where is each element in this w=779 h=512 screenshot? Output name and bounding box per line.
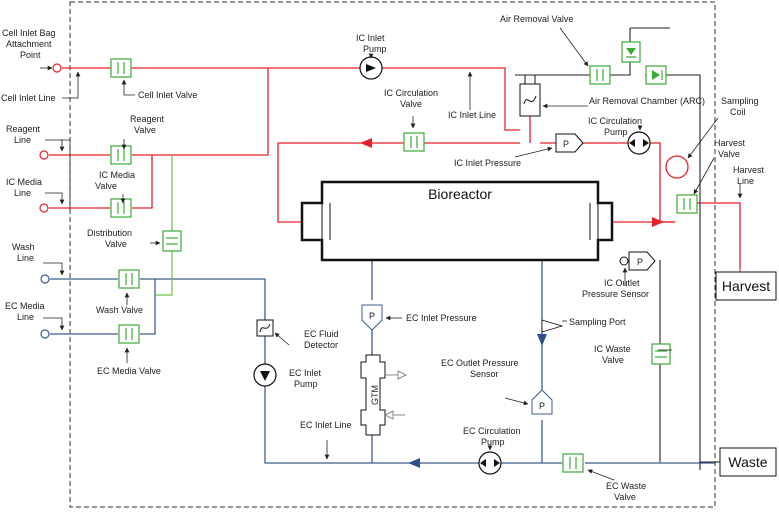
ec-outlet-pressure-sensor: P (531, 389, 553, 415)
reagent-port (39, 150, 49, 160)
svg-text:P: P (539, 401, 545, 411)
ic-inlet-pump[interactable] (359, 56, 383, 80)
ec-waste-valve[interactable] (562, 453, 584, 473)
ec-circulation-pump-label: EC Circulation Pump (463, 426, 523, 447)
ec-outlet-pressure-sensor-label: EC Outlet Pressure Sensor (441, 358, 521, 379)
air-removal-valve-1[interactable] (589, 65, 611, 85)
ic-media-port (39, 203, 49, 213)
ec-media-valve-label: EC Media Valve (97, 366, 161, 376)
ic-media-valve[interactable] (110, 198, 132, 218)
ic-circulation-valve-label: IC Circulation Valve (384, 88, 441, 109)
ec-inlet-line-label: EC Inlet Line (300, 420, 352, 430)
harvest-valve-label: Harvest Valve (714, 138, 748, 159)
wash-port (40, 274, 50, 284)
air-removal-valve-3[interactable] (645, 65, 667, 85)
svg-text:P: P (369, 311, 375, 321)
distribution-valve-label: Distribution Valve (87, 228, 135, 249)
ec-fluid-detector-label: EC Fluid Detector (304, 329, 341, 350)
ic-media-line-label: IC Media Line (6, 177, 45, 198)
ec-media-valve[interactable] (118, 324, 140, 344)
air-removal-chamber-label: Air Removal Chamber (ARC) (589, 96, 705, 106)
ec-waste-valve-label: EC Waste Valve (606, 481, 649, 502)
ec-circulation-pump[interactable] (478, 451, 502, 475)
ic-inlet-pressure-label: IC Inlet Pressure (454, 158, 521, 168)
reagent-valve-label: Reagent Valve (130, 114, 167, 135)
cell-inlet-line-label: Cell Inlet Line (1, 93, 56, 103)
ic-circulation-valve[interactable] (403, 132, 425, 152)
cell-inlet-port (52, 63, 62, 73)
ic-inlet-pump-label: IC Inlet Pump (356, 33, 387, 54)
sampling-coil-label: Sampling Coil (721, 96, 761, 117)
wash-valve[interactable] (118, 269, 140, 289)
distribution-line (155, 155, 173, 296)
distribution-valve[interactable] (162, 230, 182, 252)
leader-arrows (40, 27, 743, 481)
ec-media-port (40, 329, 50, 339)
labels: Cell Inlet Bag Attachment Point Cell Inl… (1, 14, 767, 502)
reagent-line-label: Reagent Line (6, 124, 43, 145)
reagent-valve[interactable] (110, 145, 132, 165)
cassette-boundary (69, 1, 716, 508)
bioreactor-label: Bioreactor (428, 186, 492, 202)
ec-inlet-pump-label: EC Inlet Pump (289, 368, 324, 389)
gtm-label: GTM (370, 385, 380, 405)
ec-inlet-pump[interactable] (253, 363, 277, 387)
air-removal-valve-2[interactable] (621, 41, 641, 63)
wash-line-label: Wash Line (12, 242, 37, 263)
ec-inlet-pressure-sensor: P (361, 304, 383, 331)
cell-inlet-valve-label: Cell Inlet Valve (138, 90, 197, 100)
ic-waste-valve[interactable] (651, 343, 671, 365)
harvest-box: Harvest (715, 268, 777, 301)
harvest-line-label: Harvest Line (733, 165, 767, 186)
gtm: GTM (360, 354, 408, 436)
ec-inlet-pressure-label: EC Inlet Pressure (406, 313, 477, 323)
air-removal-valve-label: Air Removal Valve (500, 14, 573, 24)
sampling-coil (665, 155, 689, 179)
harvest-valve[interactable] (676, 194, 698, 214)
ic-outlet-pressure-sensor: P (619, 251, 656, 271)
ec-fluid-detector (256, 319, 274, 337)
waste-box: Waste (719, 447, 777, 477)
ic-inlet-pressure-sensor: P (555, 133, 584, 153)
wash-valve-label: Wash Valve (96, 305, 143, 315)
inlet-ports (39, 63, 62, 339)
sampling-port (541, 319, 564, 333)
ic-waste-valve-label: IC Waste Valve (594, 344, 633, 365)
ic-outlet-pressure-sensor-label: IC Outlet Pressure Sensor (582, 278, 649, 299)
ec-media-line-label: EC Media Line (5, 301, 47, 322)
sampling-port-label: Sampling Port (569, 317, 626, 327)
svg-text:P: P (637, 257, 643, 267)
cell-inlet-valve[interactable] (110, 58, 132, 78)
ic-circulation-pump[interactable] (627, 131, 651, 155)
svg-text:Harvest: Harvest (722, 278, 770, 294)
svg-text:Waste: Waste (728, 454, 767, 470)
bioreactor: Bioreactor (300, 180, 614, 262)
cell-inlet-bag-label: Cell Inlet Bag Attachment Point (2, 28, 58, 60)
ic-circulation-pump-label: IC Circulation Pump (588, 116, 645, 137)
ic-media-valve-label: IC Media Valve (95, 170, 138, 191)
svg-text:P: P (563, 139, 569, 149)
ic-inlet-line-label: IC Inlet Line (448, 110, 496, 120)
air-removal-chamber (519, 75, 541, 117)
